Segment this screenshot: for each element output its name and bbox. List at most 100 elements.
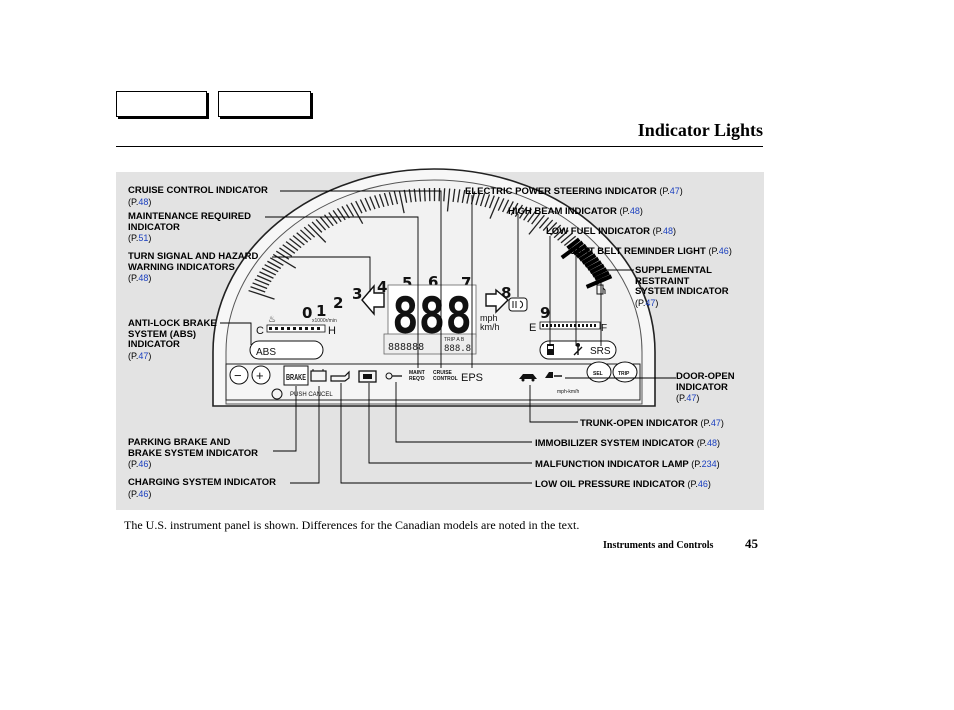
- callout-door-open: DOOR-OPEN INDICATOR (P.47): [676, 371, 735, 404]
- eps-ref[interactable]: (P.47): [659, 186, 683, 196]
- tach-tick: [269, 257, 284, 266]
- fuel-segment: [570, 324, 572, 327]
- tach-tick: [575, 246, 591, 259]
- turn-signal-label-1: TURN SIGNAL AND HAZARD: [128, 251, 259, 262]
- low-oil-page: 46: [697, 479, 708, 489]
- eps-indicator: EPS: [461, 372, 483, 384]
- tach-tick: [378, 193, 385, 208]
- sel-button[interactable]: SEL: [593, 371, 603, 377]
- high-beam-icon: [508, 297, 528, 312]
- charging-label: CHARGING SYSTEM INDICATOR: [128, 477, 276, 488]
- tach-tick: [594, 270, 610, 281]
- maintenance-label-2: INDICATOR: [128, 221, 180, 233]
- check-engine-icon: [358, 370, 377, 383]
- fuel-segment: [546, 324, 548, 327]
- srs-ref[interactable]: (P.47): [635, 297, 659, 308]
- tach-tick: [345, 204, 355, 217]
- seat-belt-label: SEAT BELT REMINDER LIGHT: [570, 246, 706, 257]
- charging-ref[interactable]: (P.46): [128, 488, 152, 499]
- parking-brake-label-1: PARKING BRAKE AND: [128, 437, 231, 448]
- tach-tick: [383, 192, 390, 207]
- turn-signal-ref[interactable]: (P.48): [128, 273, 152, 283]
- low-oil-ref[interactable]: (P.46): [687, 479, 711, 489]
- door-open-ref[interactable]: (P.47): [676, 393, 700, 403]
- temp-segment: [269, 327, 272, 330]
- minus-button[interactable]: −: [234, 368, 242, 383]
- low-fuel-label: LOW FUEL INDICATOR: [546, 226, 650, 237]
- high-beam-ref[interactable]: (P.48): [619, 206, 643, 216]
- tach-tick: [259, 271, 274, 279]
- oil-can-icon: [330, 370, 350, 382]
- battery-icon: [310, 369, 327, 382]
- maint-reqd-text-1: MAINT: [409, 370, 425, 376]
- tach-tick: [523, 208, 532, 221]
- callout-eps: ELECTRIC POWER STEERING INDICATOR (P.47): [465, 186, 683, 198]
- low-fuel-ref[interactable]: (P.48): [652, 226, 676, 236]
- callout-maintenance: MAINTENANCE REQUIRED INDICATOR (P.51): [128, 211, 251, 244]
- tach-number: 7: [461, 274, 471, 292]
- high-beam-page: 48: [629, 206, 640, 216]
- maint-reqd-text-2: REQ'D: [409, 376, 425, 382]
- tach-tick: [461, 189, 466, 204]
- temp-cold-mark: C: [256, 325, 264, 337]
- odometer-digits: 888888: [388, 342, 424, 353]
- tach-tick: [267, 260, 282, 270]
- tach-tick: [514, 204, 524, 218]
- callout-high-beam: HIGH BEAM INDICATOR (P.48): [508, 206, 643, 218]
- immobilizer-ref[interactable]: (P.48): [696, 438, 721, 448]
- cruise-control-ref[interactable]: (P.48): [128, 196, 152, 207]
- immobilizer-key-icon: [385, 372, 402, 380]
- temp-segment: [299, 327, 302, 330]
- tach-tick: [398, 190, 405, 214]
- door-open-label-1: DOOR-OPEN: [676, 371, 735, 382]
- plus-button[interactable]: +: [256, 368, 264, 383]
- trunk-open-icon: [545, 372, 562, 378]
- door-open-page: 47: [686, 393, 697, 403]
- tach-tick: [393, 191, 399, 205]
- nav-tab-2[interactable]: [218, 91, 311, 117]
- tach-tick: [550, 224, 562, 236]
- footer-page-number: 45: [745, 536, 758, 551]
- fuel-segment: [562, 324, 564, 327]
- maintenance-ref[interactable]: (P.51): [128, 233, 152, 243]
- seat-belt-ref[interactable]: (P.46): [708, 246, 732, 256]
- fuel-segment: [554, 324, 556, 327]
- seat-belt-page: 46: [718, 246, 729, 256]
- tach-tick: [369, 196, 376, 210]
- tach-tick: [261, 267, 277, 276]
- callout-cruise-control: CRUISE CONTROL INDICATOR (P.48): [128, 185, 268, 207]
- callout-charging: CHARGING SYSTEM INDICATOR (P.46): [128, 477, 276, 499]
- fuel-segment: [586, 324, 588, 327]
- fuel-segment: [594, 324, 596, 327]
- leader-lines: [220, 190, 676, 484]
- malfunction-ref[interactable]: (P.234): [691, 459, 720, 469]
- tach-tick: [560, 240, 584, 260]
- srs-label-2: RESTRAINT: [635, 275, 690, 287]
- tach-tick: [374, 195, 381, 209]
- turn-signal-page: 48: [138, 273, 149, 283]
- callout-low-oil: LOW OIL PRESSURE INDICATOR (P.46): [535, 479, 711, 491]
- callout-turn-signal: TURN SIGNAL AND HAZARD WARNING INDICATOR…: [128, 251, 259, 284]
- fuel-pump-icon: [596, 284, 606, 295]
- nav-tab-1[interactable]: [116, 91, 207, 117]
- abs-ref[interactable]: (P.47): [128, 350, 152, 361]
- tach-tick: [311, 221, 323, 233]
- trip-button[interactable]: TRIP: [618, 371, 630, 377]
- tach-tick: [341, 206, 350, 219]
- fuel-segment: [578, 324, 580, 327]
- tach-tick: [502, 199, 510, 213]
- tach-tick: [542, 219, 554, 231]
- parking-brake-ref[interactable]: (P.46): [128, 459, 152, 469]
- speed-unit-kmh: km/h: [480, 322, 500, 332]
- cruise-control-label: CRUISE CONTROL INDICATOR: [128, 185, 268, 196]
- tach-tick: [484, 194, 491, 208]
- temp-segment: [305, 327, 308, 330]
- tach-tick: [446, 188, 451, 212]
- abs-label-1: ANTI-LOCK BRAKE: [128, 318, 217, 329]
- tach-tick: [315, 219, 327, 231]
- tach-tick: [303, 226, 316, 238]
- callout-malfunction: MALFUNCTION INDICATOR LAMP (P.234): [535, 459, 720, 471]
- abs-label-3: INDICATOR: [128, 339, 180, 350]
- trunk-open-ref[interactable]: (P.47): [700, 418, 724, 428]
